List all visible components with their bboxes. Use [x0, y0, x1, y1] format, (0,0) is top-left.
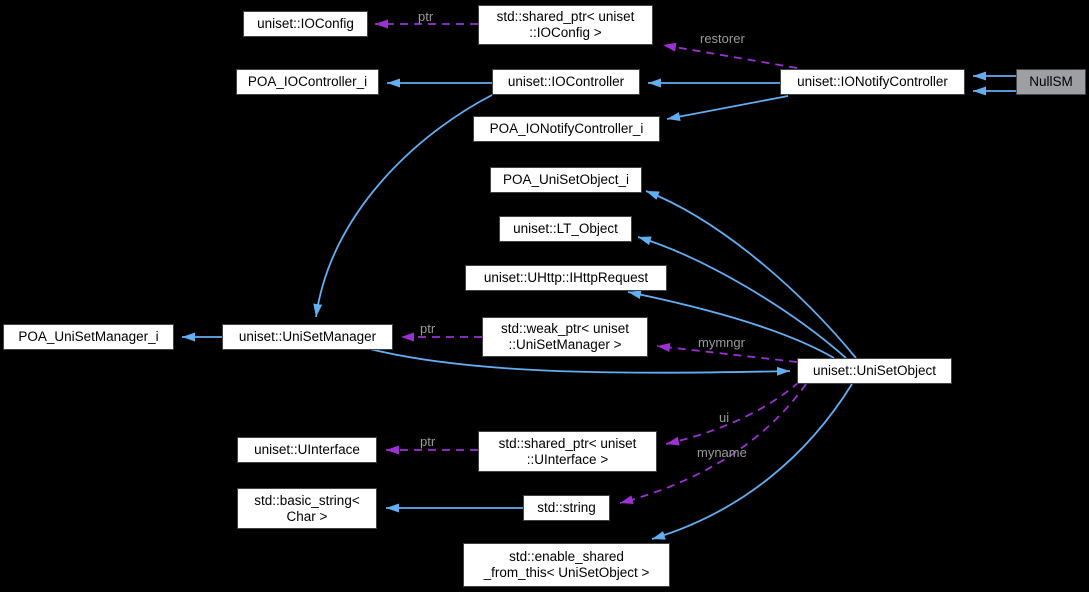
node-uniset-uhttp-ihttprequest[interactable]: uniset::UHttp::IHttpRequest: [465, 265, 667, 291]
node-shared-ptr-ioconfig[interactable]: std::shared_ptr< uniset ::IOConfig >: [478, 5, 653, 45]
node-poa-unisetobject-i[interactable]: POA_UniSetObject_i: [490, 167, 642, 193]
node-poa-ionotifycontroller-i[interactable]: POA_IONotifyController_i: [473, 116, 660, 142]
edge-label-ui: ui: [719, 410, 730, 425]
node-poa-iocontroller-i[interactable]: POA_IOController_i: [236, 69, 379, 95]
node-uniset-iocontroller[interactable]: uniset::IOController: [492, 69, 640, 95]
node-poa-unisetmanager-i[interactable]: POA_UniSetManager_i: [3, 324, 174, 350]
node-uniset-unisetobject[interactable]: uniset::UniSetObject: [797, 358, 952, 384]
edge-ionotifycontroller-to-shared-ptr-ioconfig: [662, 42, 798, 69]
edge-label-myname: myname: [697, 445, 747, 460]
edge-unisetobject-to-ihttprequest: [627, 290, 835, 359]
node-std-string[interactable]: std::string: [523, 495, 610, 521]
node-shared-ptr-uinterface[interactable]: std::shared_ptr< uniset ::UInterface >: [478, 431, 657, 472]
edge-iocontroller-to-unisetmanager: [313, 94, 493, 318]
edge-unisetobject-to-poa-unisetobject-i: [645, 190, 857, 359]
edge-ionotifycontroller-to-poa-ionotifycontroller-i: [666, 95, 789, 121]
edge-label-ptr-ioconfig: ptr: [418, 9, 434, 24]
node-std-basic-string[interactable]: std::basic_string< Char >: [237, 488, 377, 529]
node-weak-ptr-unisetmanager[interactable]: std::weak_ptr< uniset ::UniSetManager >: [482, 317, 648, 357]
edge-unisetobject-to-weak-ptr: [656, 343, 798, 363]
node-nullsm: NullSM: [1016, 69, 1086, 95]
edge-label-ptr-unisetmanager: ptr: [420, 321, 436, 336]
node-enable-shared-from-this[interactable]: std::enable_shared _from_this< UniSetObj…: [463, 543, 670, 587]
edge-unisetobject-to-enable-shared: [651, 383, 853, 540]
edge-unisetobject-to-shared-ptr-uinterface: [665, 381, 800, 446]
edge-label-ptr-uinterface: ptr: [420, 434, 436, 449]
node-uniset-uinterface[interactable]: uniset::UInterface: [237, 437, 377, 463]
edge-unisetmanager-to-unisetobject: [369, 348, 791, 376]
edge-unisetobject-to-lt-object: [637, 236, 847, 359]
edge-label-mymngr: mymngr: [698, 335, 745, 350]
node-uniset-ioconfig[interactable]: uniset::IOConfig: [243, 11, 368, 37]
node-uniset-lt-object[interactable]: uniset::LT_Object: [499, 216, 632, 242]
edge-label-restorer: restorer: [700, 31, 745, 46]
node-uniset-unisetmanager[interactable]: uniset::UniSetManager: [222, 324, 393, 350]
node-uniset-ionotifycontroller[interactable]: uniset::IONotifyController: [780, 69, 965, 95]
